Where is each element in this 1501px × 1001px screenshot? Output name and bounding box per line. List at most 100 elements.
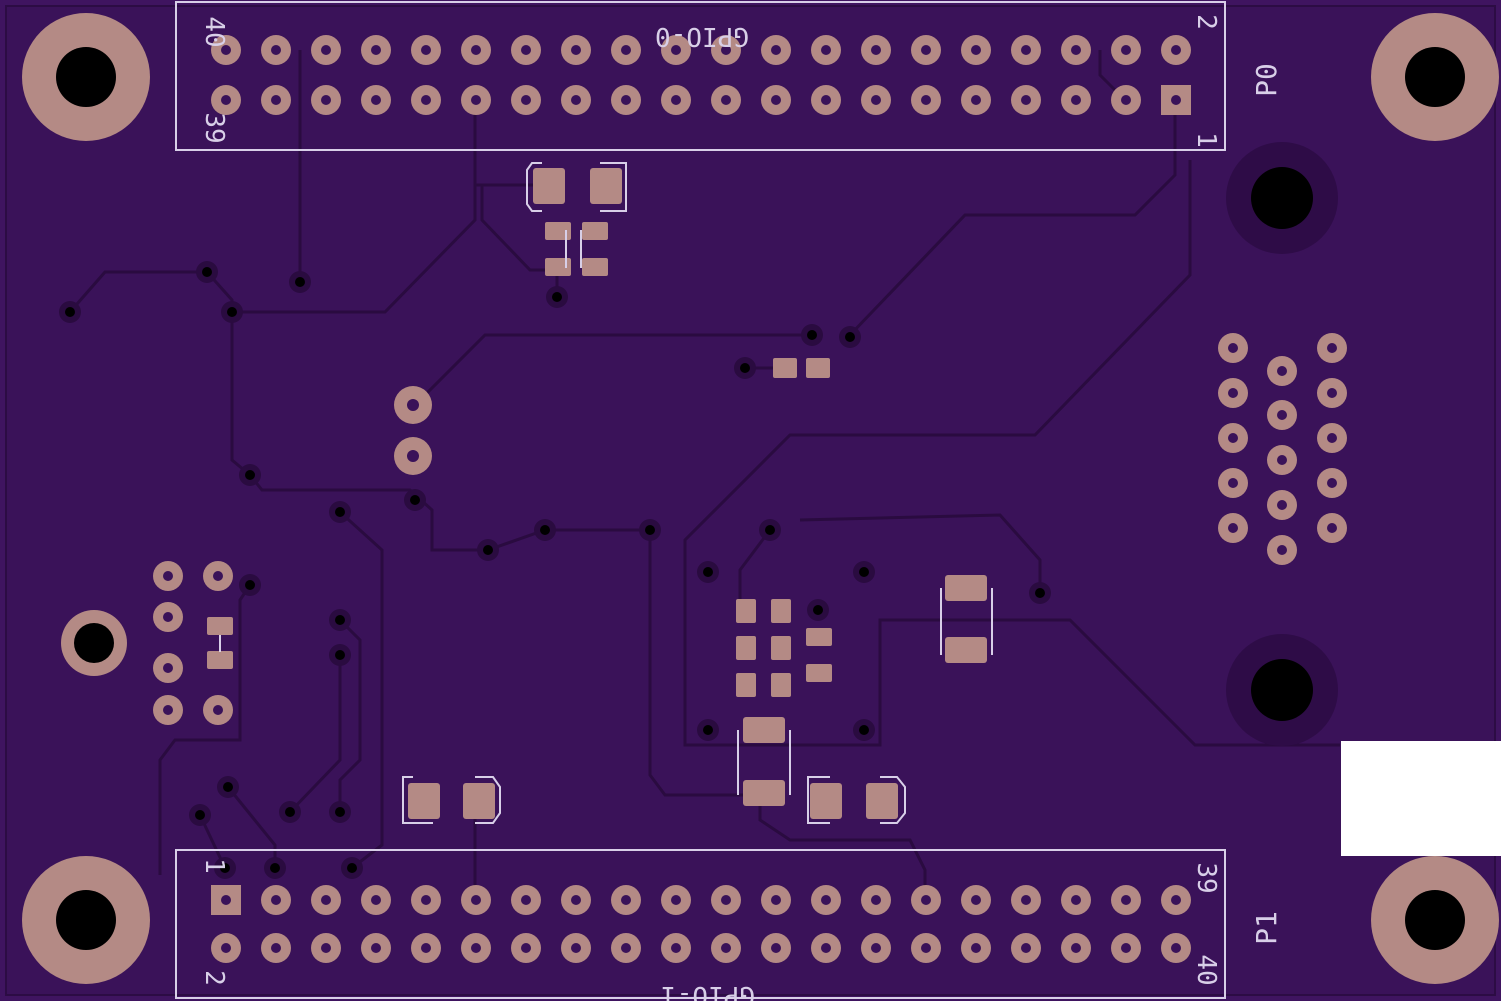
via-drill: [410, 495, 420, 505]
p1-pin-pad: [1011, 885, 1041, 915]
p1-pin-pad: [1061, 933, 1091, 963]
connector-pin-pad: [203, 561, 233, 591]
connector-pin-pad: [1218, 513, 1248, 543]
p1-pin-pad: [611, 933, 641, 963]
p0-pin-pad: [911, 35, 941, 65]
p1-pin-pad: [461, 933, 491, 963]
p0-pin-pad: [861, 85, 891, 115]
connector-pin-pad: [153, 602, 183, 632]
p1-pin-pad: [761, 885, 791, 915]
p1-pin-pad: [961, 885, 991, 915]
p0-pin-pad: [811, 85, 841, 115]
p1-pin-pad: [861, 933, 891, 963]
via-drill: [335, 650, 345, 660]
connector-pin-pad: [153, 561, 183, 591]
p0-pin-pad: [311, 85, 341, 115]
p1-pin-pad: [311, 933, 341, 963]
p1-pin-39-label: 39: [1191, 862, 1221, 893]
p1-pin-1-label: 1: [199, 858, 229, 874]
smd-pads: [207, 168, 987, 819]
p0-pin-pad: [211, 85, 241, 115]
via-drill: [347, 863, 357, 873]
p0-pin-pad: [511, 85, 541, 115]
connector-pin-pad: [1267, 400, 1297, 430]
via-drill: [227, 307, 237, 317]
via-drill: [285, 807, 295, 817]
via-drill: [859, 725, 869, 735]
connector-pin-pad: [1218, 423, 1248, 453]
silkscreen: [175, 1, 1226, 999]
p0-pin-pad: [511, 35, 541, 65]
via-drill: [220, 863, 230, 873]
p1-header-label: GPIO-1: [661, 980, 755, 1001]
p1-pin-pad: [561, 885, 591, 915]
p0-pin-pad: [661, 85, 691, 115]
p1-pin-pad: [711, 885, 741, 915]
p0-pin-1-label: 1: [1191, 132, 1221, 148]
via-drill: [335, 507, 345, 517]
p0-header-label: GPIO-0: [655, 21, 749, 51]
p1-pin-pad: [211, 933, 241, 963]
connector-pin-pad: [1317, 468, 1347, 498]
p1-pin-pad: [811, 933, 841, 963]
p0-pin-pad: [761, 35, 791, 65]
p0-pin-pad: [661, 35, 691, 65]
p0-pin-pad: [711, 35, 741, 65]
p1-pin-40-label: 40: [1191, 954, 1221, 985]
via-drill: [295, 277, 305, 287]
connector-pin-pad: [1218, 378, 1248, 408]
connector-pin-pad: [1317, 333, 1347, 363]
via-drill: [1035, 588, 1045, 598]
p1-pin-pad: [911, 885, 941, 915]
vias: [59, 261, 1051, 879]
p0-pin-pad: [261, 85, 291, 115]
via-drill: [223, 782, 233, 792]
p1-pin-pad: [1111, 933, 1141, 963]
via-drill: [483, 545, 493, 555]
p0-pin-pad: [561, 35, 591, 65]
p0-pin-pad: [1161, 85, 1191, 115]
p1-pin-pad: [1111, 885, 1141, 915]
p0-pin-39-label: 39: [199, 112, 229, 143]
p0-pin-pad: [561, 85, 591, 115]
p1-pin-pad: [1061, 885, 1091, 915]
via-drill: [845, 332, 855, 342]
p0-pin-2-label: 2: [1191, 14, 1221, 30]
p0-pin-pad: [411, 35, 441, 65]
via-drill: [245, 470, 255, 480]
connector-pin-pad: [1267, 445, 1297, 475]
p0-pin-40-label: 40: [199, 16, 229, 47]
p1-pin-pad: [511, 933, 541, 963]
via-drill: [195, 810, 205, 820]
p0-pin-pad: [711, 85, 741, 115]
p0-pin-pad: [211, 35, 241, 65]
via-drill: [807, 330, 817, 340]
connector-pin-pad: [203, 695, 233, 725]
p0-pin-pad: [911, 85, 941, 115]
via-drill: [645, 525, 655, 535]
p0-pin-pad: [361, 85, 391, 115]
p1-pin-pad: [1161, 933, 1191, 963]
p0-pin-pad: [261, 35, 291, 65]
p1-pin-pad: [511, 885, 541, 915]
p0-header-outline: [175, 1, 1226, 151]
via-drill: [859, 567, 869, 577]
p0-pin-pad: [1111, 35, 1141, 65]
p0-pin-pad: [811, 35, 841, 65]
via-drill: [245, 580, 255, 590]
p0-pin-pad: [961, 35, 991, 65]
silkscreen-text: GPIO-0 GPIO-1 P0 P1 40 39 2 1 1 2 39 40: [199, 14, 1283, 1001]
connector-pin-pad: [1317, 513, 1347, 543]
via-drill: [552, 292, 562, 302]
connector-pin-pad: [153, 653, 183, 683]
via-drill: [65, 307, 75, 317]
p1-pin-pad: [1011, 933, 1041, 963]
p0-pin-pad: [461, 35, 491, 65]
via-drill: [335, 615, 345, 625]
p1-header-outline: [175, 849, 1226, 999]
via-drill: [335, 807, 345, 817]
p1-pin-pad: [261, 885, 291, 915]
via-drill: [765, 525, 775, 535]
via-drill: [813, 605, 823, 615]
